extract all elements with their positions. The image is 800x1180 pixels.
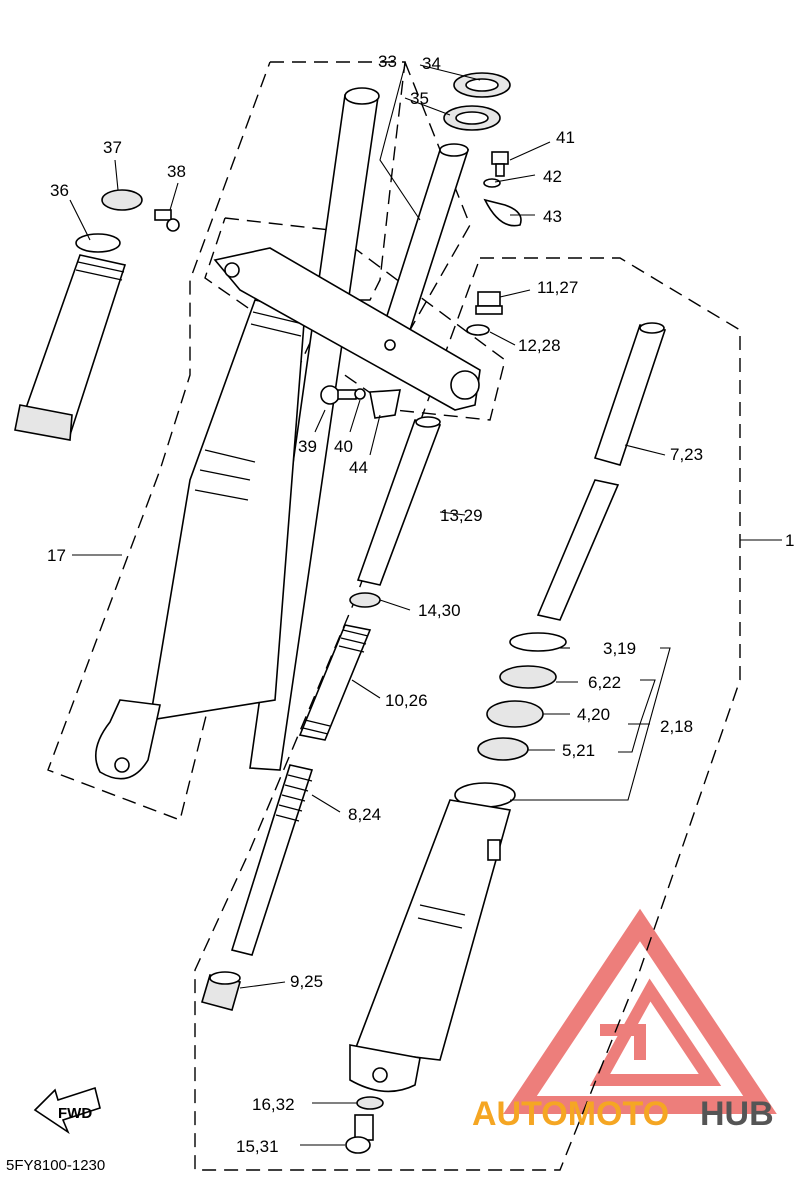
- part-labels: 1 2,18 3,19 6,22 4,20 5,21 7,23 8,24 9,2…: [6, 52, 794, 1174]
- label-34: 34: [422, 54, 441, 73]
- label-43: 43: [543, 207, 562, 226]
- reference-code: 5FY8100-1230: [6, 1157, 105, 1174]
- group-17-outline: [47, 61, 406, 821]
- label-35: 35: [410, 89, 429, 108]
- label-16-32: 16,32: [252, 1095, 295, 1114]
- label-11-27: 11,27: [537, 278, 578, 297]
- label-4-20: 4,20: [577, 705, 610, 724]
- label-5-21: 5,21: [562, 741, 595, 760]
- label-9-25: 9,25: [290, 972, 323, 991]
- label-14-30: 14,30: [418, 601, 461, 620]
- washer-42: [483, 178, 501, 188]
- dust-seal-6-22: [499, 665, 557, 689]
- damper-rod-8-24: [230, 764, 314, 956]
- label-44: 44: [349, 458, 368, 477]
- washer-16-32: [356, 1096, 384, 1110]
- label-8-24: 8,24: [348, 805, 381, 824]
- spacer-13-29: [356, 416, 442, 586]
- label-33: 33: [378, 52, 397, 71]
- under-bracket: [213, 247, 481, 411]
- cap-bolt-11-27: [475, 291, 503, 315]
- fork-leg-17: [94, 87, 380, 780]
- clip-43: [483, 198, 522, 227]
- o-ring-12-28: [466, 324, 490, 336]
- label-15-31: 15,31: [236, 1137, 279, 1156]
- watermark-text: AUTOMOTO HUB: [472, 1095, 774, 1133]
- bracket-44: [369, 389, 401, 419]
- oil-seal-4-20: [486, 700, 544, 728]
- label-40: 40: [334, 437, 353, 456]
- group-1-outline: [194, 257, 741, 1171]
- svg-text:HUB: HUB: [700, 1095, 774, 1133]
- label-2-18: 2,18: [660, 717, 693, 736]
- label-17: 17: [47, 546, 66, 565]
- spring-7-23: [536, 322, 667, 621]
- label-3-19: 3,19: [603, 639, 636, 658]
- watermark-logo: [503, 908, 777, 1114]
- bracket-outline: [204, 217, 506, 421]
- label-36: 36: [50, 181, 69, 200]
- fwd-arrow-icon: [33, 1086, 101, 1135]
- clip-3-19: [509, 632, 567, 652]
- washer-14-30: [349, 592, 381, 608]
- leader-lines: [69, 64, 782, 1146]
- bushing-5-21: [477, 737, 529, 761]
- fork-boot-36: [14, 233, 127, 441]
- label-10-26: 10,26: [385, 691, 428, 710]
- label-7-23: 7,23: [670, 445, 703, 464]
- label-42: 42: [543, 167, 562, 186]
- label-12-28: 12,28: [518, 336, 561, 355]
- bolt-41: [491, 151, 509, 177]
- label-1: 1: [785, 531, 794, 550]
- label-39: 39: [298, 437, 317, 456]
- washer-40: [354, 388, 366, 400]
- svg-text:AUTOMOTO: AUTOMOTO: [472, 1095, 669, 1133]
- label-38: 38: [167, 162, 186, 181]
- bolt-15-31: [345, 1114, 374, 1154]
- label-37: 37: [103, 138, 122, 157]
- label-41: 41: [556, 128, 575, 147]
- label-13-29: 13,29: [440, 506, 483, 525]
- oil-lock-9-25: [200, 971, 242, 1011]
- fwd-label: FWD: [58, 1105, 92, 1122]
- bolt-39: [320, 385, 357, 405]
- label-6-22: 6,22: [588, 673, 621, 692]
- outer-tube-2-18: [349, 782, 516, 1093]
- spring-10-26: [298, 624, 372, 741]
- bolt-38: [154, 209, 180, 232]
- clamp-37: [101, 189, 143, 211]
